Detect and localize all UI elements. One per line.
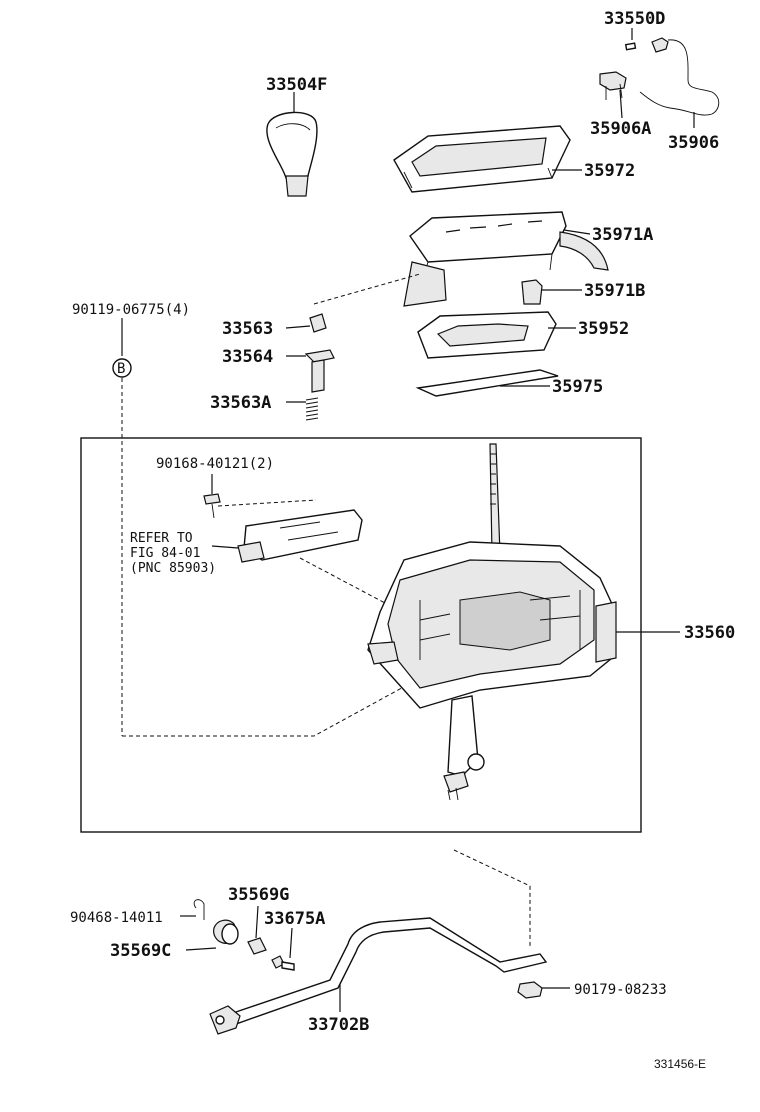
- label-33564: 33564: [222, 347, 273, 367]
- refer-line-1: REFER TO: [130, 531, 193, 546]
- label-35975: 35975: [552, 377, 603, 397]
- label-35971B: 35971B: [584, 281, 645, 301]
- clip-90468: [180, 899, 205, 920]
- spring-33563A: [286, 397, 319, 421]
- label-33563: 33563: [222, 319, 273, 339]
- shift-lever-assembly-33560: [367, 443, 680, 801]
- clip-35971B: [521, 279, 582, 305]
- label-33550D: 33550D: [604, 9, 665, 29]
- collar-35569G: [247, 905, 267, 955]
- button-33564: [286, 349, 335, 393]
- circle-b-label: B: [117, 361, 125, 377]
- refer-line-2: FIG 84-01: [130, 546, 200, 561]
- assembly-box: [80, 437, 642, 833]
- connector-bracket: [211, 509, 403, 613]
- label-33702B: 33702B: [308, 1015, 369, 1035]
- label-35569G: 35569G: [228, 885, 289, 905]
- button-33563: [285, 313, 327, 333]
- label-35952: 35952: [578, 319, 629, 339]
- label-33504F: 33504F: [266, 75, 327, 95]
- label-33675A: 33675A: [264, 909, 325, 929]
- indicator-panel-35971A: [403, 211, 609, 307]
- refer-line-3: (PNC 85903): [130, 561, 216, 576]
- label-90168: 90168-40121(2): [156, 456, 274, 472]
- label-35972: 35972: [584, 161, 635, 181]
- nut-90179: [517, 981, 570, 999]
- shift-knob-33504F: [266, 92, 318, 197]
- wire-harness-35906: [599, 37, 720, 116]
- plate-35952: [417, 311, 576, 359]
- label-90468: 90468-14011: [70, 910, 163, 926]
- label-33560: 33560: [684, 623, 735, 643]
- cable-33702B: [209, 917, 548, 1035]
- bolt-90168: [203, 474, 317, 519]
- leaders-top-right: [619, 28, 695, 128]
- diagram-id: 331456-E: [654, 1057, 706, 1071]
- label-35906A: 35906A: [590, 119, 651, 139]
- dashed-line-b: [112, 318, 421, 737]
- label-35569C: 35569C: [110, 941, 171, 961]
- label-35906: 35906: [668, 133, 719, 153]
- bezel-frame-35972: [393, 125, 582, 193]
- label-90119: 90119-06775(4): [72, 302, 190, 318]
- label-90179: 90179-08233: [574, 982, 667, 998]
- pin-33675A: [271, 927, 295, 971]
- bushing-35569C: [185, 919, 239, 951]
- label-33563A: 33563A: [210, 393, 271, 413]
- label-35971A: 35971A: [592, 225, 653, 245]
- film-35975: [415, 369, 559, 397]
